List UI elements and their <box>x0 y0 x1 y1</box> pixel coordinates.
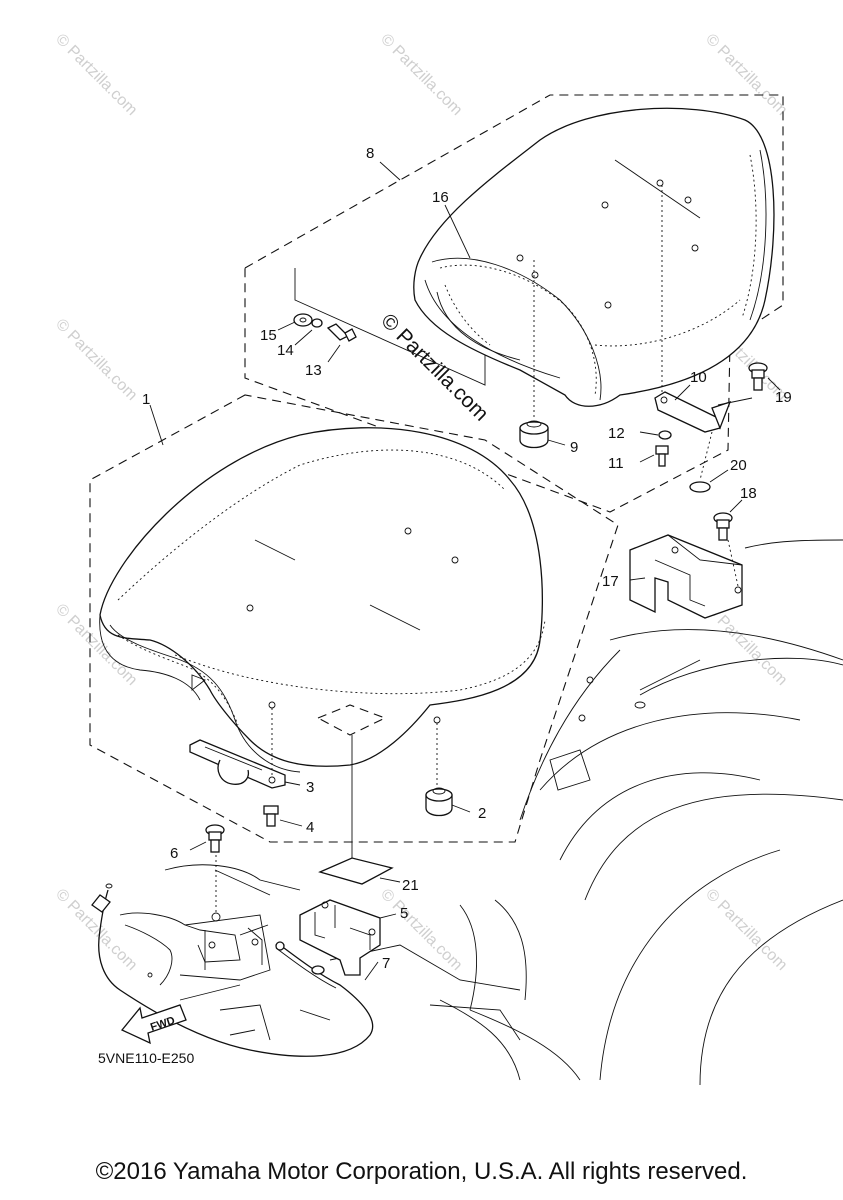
leader-line <box>379 161 401 181</box>
leader-line <box>629 577 646 581</box>
watermark: © Partzilla.com <box>52 31 140 119</box>
leader-line <box>699 431 713 481</box>
callout-20: 20 <box>730 457 747 474</box>
frame-outline <box>329 539 843 1086</box>
callout-17: 17 <box>602 573 619 590</box>
seat-lock-cable-7 <box>91 883 374 1057</box>
callout-13: 13 <box>305 362 322 379</box>
fwd-arrow-icon: FWD <box>120 1004 187 1045</box>
watermark: © Partzilla.com <box>377 31 465 119</box>
callout-19: 19 <box>775 389 792 406</box>
bracket-10 <box>654 391 732 433</box>
callout-18: 18 <box>740 485 757 502</box>
lock-washer-14 <box>311 318 323 328</box>
damper-2 <box>425 787 453 817</box>
damper-9 <box>519 420 549 449</box>
watermark: © Partzilla.com <box>52 316 140 404</box>
grommet-20 <box>689 481 711 493</box>
callout-16: 16 <box>432 189 449 206</box>
rear-seat <box>413 107 775 407</box>
leader-line <box>639 431 659 436</box>
copyright-notice: ©2016 Yamaha Motor Corporation, U.S.A. A… <box>95 1158 748 1185</box>
callout-1: 1 <box>142 391 150 408</box>
callout-15: 15 <box>260 327 277 344</box>
leader-line <box>444 204 471 259</box>
frame-bracket <box>119 864 331 1041</box>
callout-9: 9 <box>570 439 578 456</box>
callout-labels: 1 2 3 4 5 6 7 8 9 10 11 12 13 14 15 16 1… <box>142 145 792 972</box>
callout-5: 5 <box>400 905 408 922</box>
leader-line <box>327 344 341 363</box>
leader-line <box>639 454 655 463</box>
callout-7: 7 <box>382 955 390 972</box>
front-seat <box>99 427 546 773</box>
leader-line <box>364 961 379 981</box>
bolt-4 <box>263 805 279 827</box>
leader-line <box>149 404 164 446</box>
bracket-17 <box>629 534 743 619</box>
leader-line <box>284 781 301 786</box>
seat-lock-5 <box>299 899 381 976</box>
watermark: © Partzilla.com <box>702 886 790 974</box>
leader-line <box>277 321 296 331</box>
diagram-code: 5VNE110-E250 <box>98 1050 194 1066</box>
bolt-19 <box>748 362 768 391</box>
leader-line <box>767 377 781 391</box>
washer-12 <box>658 430 672 440</box>
leader-line <box>189 841 207 851</box>
leader-line <box>294 329 313 346</box>
leader-line <box>729 499 743 513</box>
sticker-21 <box>318 857 394 885</box>
callout-12: 12 <box>608 425 625 442</box>
callout-14: 14 <box>277 342 294 359</box>
callout-8: 8 <box>366 145 374 162</box>
leader-line <box>379 913 397 919</box>
leader-line <box>674 384 691 401</box>
watermark: © Partzilla.com <box>702 31 790 119</box>
leader-line <box>547 439 566 446</box>
bolt-18 <box>713 512 733 541</box>
callout-3: 3 <box>306 779 314 796</box>
callout-4: 4 <box>306 819 314 836</box>
callout-2: 2 <box>478 805 486 822</box>
washer-15 <box>293 313 313 327</box>
leader-line <box>279 819 303 827</box>
front-seat-group-outline <box>89 394 619 843</box>
callout-11: 11 <box>608 455 624 472</box>
leader-line <box>451 804 471 813</box>
watermark: © Partzilla.com <box>377 886 465 974</box>
bolt-6 <box>205 824 225 853</box>
hardware-sub-outline <box>294 268 486 386</box>
leader-line <box>717 397 753 406</box>
bolt-11 <box>655 445 669 467</box>
callout-6: 6 <box>170 845 178 862</box>
leader-line <box>379 877 401 883</box>
callout-10: 10 <box>690 369 707 386</box>
bracket-3 <box>189 739 286 789</box>
callout-21: 21 <box>402 877 419 894</box>
leader-line <box>709 469 729 483</box>
bolt-13 <box>326 323 357 342</box>
